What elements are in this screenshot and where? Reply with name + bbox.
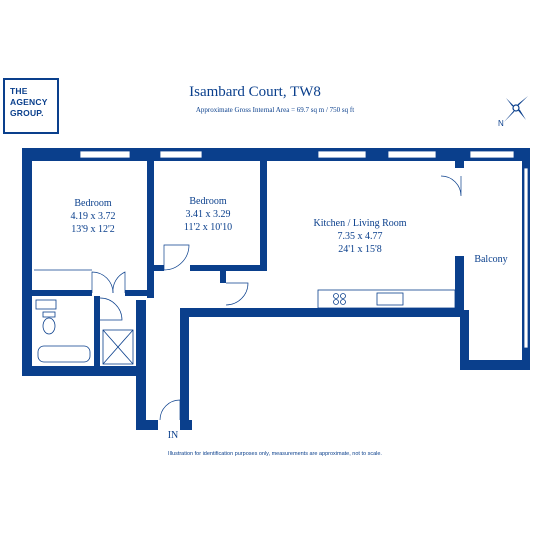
kitchen-living-label: Kitchen / Living Room 7.35 x 4.77 24'1 x…	[300, 217, 420, 256]
logo-line-1: THE	[10, 86, 28, 96]
bedroom-2-label: Bedroom 3.41 x 3.29 11'2 x 10'10	[168, 195, 248, 234]
property-title: Isambard Court, TW8	[189, 84, 321, 100]
balcony-label: Balcony	[466, 253, 516, 266]
compass-north-label: N	[498, 119, 504, 128]
walls	[22, 148, 530, 430]
logo-line-2: AGENCY	[10, 97, 48, 107]
disclaimer-text: Illustration for identification purposes…	[168, 451, 382, 457]
kitchen-living-metric: 7.35 x 4.77	[337, 231, 383, 242]
bedroom-2-name: Bedroom	[189, 196, 227, 207]
bedroom-1-metric: 4.19 x 3.72	[70, 211, 116, 222]
fixtures	[34, 269, 456, 365]
bedroom-1-imperial: 13'9 x 12'2	[71, 224, 115, 235]
bedroom-2-metric: 3.41 x 3.29	[185, 209, 231, 220]
gross-area-text: Approximate Gross Internal Area = 69.7 s…	[195, 106, 355, 114]
door-swings	[91, 175, 462, 421]
logo-line-3: GROUP.	[10, 108, 44, 118]
kitchen-living-name: Kitchen / Living Room	[313, 218, 407, 229]
kitchen-living-imperial: 24'1 x 15'8	[338, 244, 382, 255]
entrance-label: IN	[167, 430, 179, 441]
compass-icon	[504, 96, 528, 122]
agency-logo: THE AGENCY GROUP.	[3, 78, 59, 134]
windows	[79, 150, 529, 349]
bedroom-2-imperial: 11'2 x 10'10	[183, 222, 233, 233]
bedroom-1-name: Bedroom	[74, 198, 112, 209]
bedroom-1-label: Bedroom 4.19 x 3.72 13'9 x 12'2	[58, 197, 128, 236]
